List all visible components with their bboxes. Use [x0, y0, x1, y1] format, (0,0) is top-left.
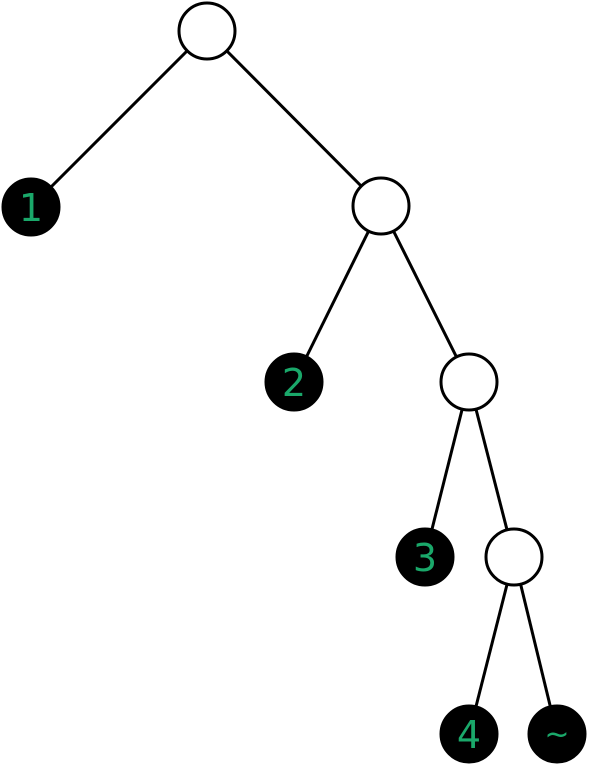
- node-circle: [351, 176, 411, 236]
- edge-n2-n3: [467, 381, 516, 558]
- node-circle: [527, 704, 587, 764]
- leaf-node-leaf-2: 2: [264, 352, 324, 412]
- leaf-node-leaf-1: 1: [1, 177, 61, 237]
- node-circle: [395, 527, 455, 587]
- leaf-label: ~: [544, 718, 569, 753]
- edge-n2-leaf-3: [423, 381, 471, 558]
- leaf-label: 1: [19, 186, 43, 230]
- internal-node-n3: [484, 527, 544, 587]
- edge-root-n1: [205, 29, 383, 208]
- node-circle: [264, 352, 324, 412]
- internal-node-n2: [439, 352, 499, 412]
- node-circle: [1, 177, 61, 237]
- leaf-node-leaf-3: 3: [395, 527, 455, 587]
- leaf-label: 4: [457, 713, 481, 757]
- edge-n3-leaf-tilde: [512, 556, 559, 735]
- node-circle: [484, 527, 544, 587]
- edge-n3-leaf-4: [467, 556, 516, 735]
- edge-n1-n2: [379, 205, 471, 383]
- internal-node-root: [177, 1, 237, 61]
- leaf-label: 3: [413, 536, 437, 580]
- internal-node-n1: [351, 176, 411, 236]
- leaf-label: 2: [282, 361, 306, 405]
- edges-layer: [29, 29, 559, 735]
- leaf-node-leaf-tilde: ~: [527, 704, 587, 764]
- leaf-node-leaf-4: 4: [439, 704, 499, 764]
- edge-n1-leaf-2: [292, 205, 383, 383]
- edge-root-leaf-1: [29, 29, 209, 209]
- node-circle: [439, 704, 499, 764]
- node-circle: [177, 1, 237, 61]
- node-circle: [439, 352, 499, 412]
